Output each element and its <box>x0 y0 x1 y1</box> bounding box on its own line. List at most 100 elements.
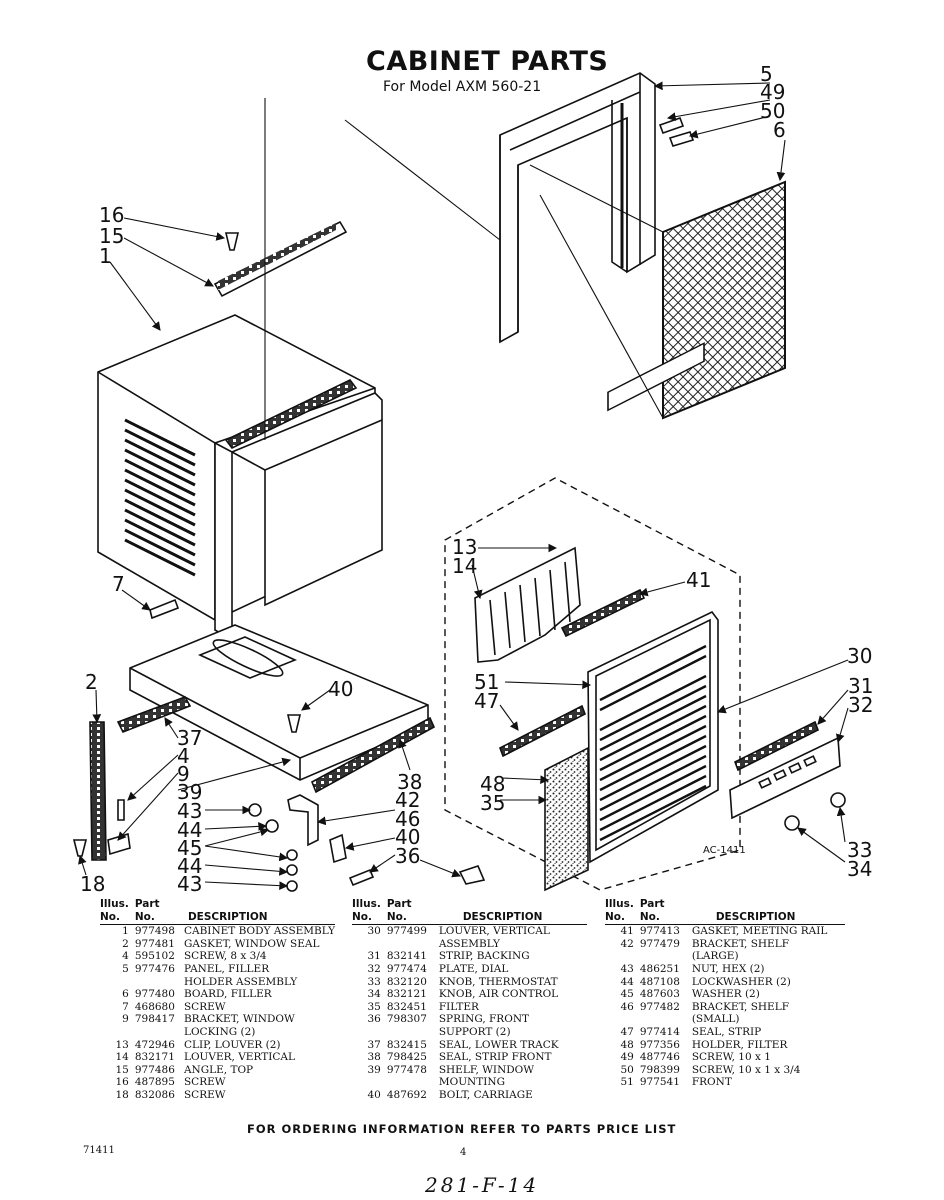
description-cell: MOUNTING <box>438 1076 505 1089</box>
part-no-cell: 832141 <box>386 950 427 963</box>
part-no-cell: 798425 <box>386 1051 427 1064</box>
air-control-knob <box>784 815 800 831</box>
illus-no-cell: 35 <box>367 1000 381 1013</box>
illus-no-cell <box>352 1026 387 1039</box>
part-no-cell: 977356 <box>639 1038 680 1051</box>
description-cell: FRONT <box>691 1076 732 1089</box>
callout-31: 31 <box>848 674 874 698</box>
callout-2: 2 <box>85 670 98 694</box>
description-cell: ASSEMBLY <box>438 937 500 950</box>
handwritten-note: 281-F-14 <box>425 1173 540 1197</box>
description-cell: SEAL, LOWER TRACK <box>438 1038 559 1051</box>
description-cell: SCREW, 8 x 3/4 <box>183 950 267 963</box>
illus-no-cell: 50 <box>620 1063 634 1076</box>
col-no-header: No. <box>605 910 640 926</box>
description-cell: SCREW <box>183 1076 226 1089</box>
description-cell: SPRING, FRONT <box>438 1013 530 1026</box>
part-no-cell: 487108 <box>639 975 680 988</box>
illus-no-cell <box>100 1026 135 1039</box>
col-illus-header: Illus. <box>100 898 129 910</box>
description-cell: ANGLE, TOP <box>183 1063 254 1076</box>
callout-18: 18 <box>80 872 106 896</box>
table-row: 48 977356 HOLDER, FILTER <box>605 1039 845 1052</box>
callout-38: 38 <box>397 770 423 794</box>
col-partno-header: No. <box>639 910 686 926</box>
description-cell: NUT, HEX (2) <box>691 962 765 975</box>
table-row: HOLDER ASSEMBLY <box>100 976 335 989</box>
part-no-cell <box>387 938 433 951</box>
callout-16: 16 <box>99 203 125 227</box>
part-no-cell <box>135 976 178 989</box>
meeting-rail-gasket <box>560 588 646 638</box>
illus-no-cell: 48 <box>620 1038 634 1051</box>
col-no-header: No. <box>352 910 387 926</box>
model-subtitle: For Model AXM 560-21 <box>383 79 542 95</box>
illus-no-cell: 47 <box>620 1025 634 1038</box>
table-row: (LARGE) <box>605 950 845 963</box>
callout-5: 5 <box>760 62 773 86</box>
description-cell: BOLT, CARRIAGE <box>438 1088 533 1101</box>
col-part-header: Part <box>386 898 412 910</box>
description-cell: HOLDER, FILTER <box>691 1038 788 1051</box>
callout-42: 42 <box>395 788 421 812</box>
callout-9: 9 <box>177 762 190 786</box>
illus-no-cell: 14 <box>115 1051 129 1064</box>
part-no-cell: 832451 <box>386 1000 427 1013</box>
vertical-louver-small <box>474 546 581 663</box>
backing-strip <box>733 720 820 772</box>
part-no-cell: 977486 <box>134 1063 175 1076</box>
part-no-cell: 832120 <box>386 975 427 988</box>
illus-no-cell: 42 <box>620 937 634 950</box>
callout-1: 1 <box>99 244 112 268</box>
illus-no-cell: 33 <box>367 975 381 988</box>
illus-no-cell: 36 <box>367 1013 381 1026</box>
part-no-cell: 977482 <box>639 1000 680 1013</box>
part-no-cell: 977480 <box>134 988 175 1001</box>
strip-seal <box>499 704 586 758</box>
illus-no-cell: 6 <box>122 988 129 1001</box>
part-no-cell: 487746 <box>639 1051 680 1064</box>
illus-no-cell: 15 <box>115 1063 129 1076</box>
part-no-cell: 832415 <box>386 1038 427 1051</box>
illus-no-cell: 41 <box>620 925 634 938</box>
description-cell: SUPPORT (2) <box>438 1025 511 1038</box>
window-shelf <box>129 624 429 781</box>
part-no-cell: 832171 <box>134 1051 175 1064</box>
figure-code: AC-1411 <box>703 845 746 856</box>
col-illus-header: Illus. <box>605 898 634 910</box>
description-cell: BRACKET, WINDOW <box>183 1013 295 1026</box>
page-title: CABINET PARTS <box>366 46 609 77</box>
callout-49: 49 <box>760 80 786 104</box>
description-cell: KNOB, THERMOSTAT <box>438 975 558 988</box>
part-no-cell: 977478 <box>386 1063 427 1076</box>
table-row: (SMALL) <box>605 1013 845 1026</box>
callout-44: 44 <box>177 818 203 842</box>
dial-plate <box>729 736 841 820</box>
part-no-cell: 798307 <box>386 1013 427 1026</box>
col-partno-header: No. <box>134 910 178 926</box>
col-part-header: Part <box>639 898 665 910</box>
description-cell: LOCKING (2) <box>183 1025 256 1038</box>
description-cell: SHELF, WINDOW <box>438 1063 535 1076</box>
callout-43b: 43 <box>177 872 203 896</box>
callout-41: 41 <box>686 568 712 592</box>
part-no-cell <box>387 1076 433 1089</box>
illus-no-cell: 31 <box>367 950 381 963</box>
part-no-cell: 832121 <box>386 988 427 1001</box>
callout-34: 34 <box>847 857 873 881</box>
illus-no-cell: 4 <box>122 950 129 963</box>
part-no-cell: 486251 <box>639 962 680 975</box>
table-row: SUPPORT (2) <box>352 1026 587 1039</box>
